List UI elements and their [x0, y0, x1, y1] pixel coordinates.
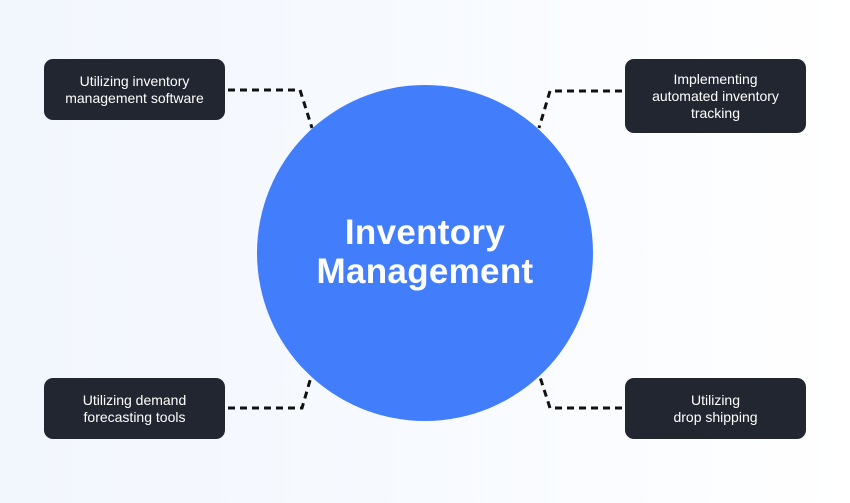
node-label: Utilizing drop shipping — [673, 391, 758, 425]
node-label: Utilizing demand forecasting tools — [82, 391, 187, 425]
central-topic-line2: Management — [316, 252, 534, 291]
central-topic-line1: Inventory — [344, 213, 506, 252]
node-drop-shipping: Utilizing drop shipping — [625, 378, 806, 439]
node-automated-tracking: Implementing automated inventory trackin… — [625, 59, 806, 133]
connector-bottom-left — [228, 376, 313, 410]
connector-top-left — [228, 88, 314, 129]
connector-bottom-right — [538, 376, 622, 410]
node-label: Implementing automated inventory trackin… — [652, 70, 779, 121]
connector-top-right — [537, 89, 622, 129]
node-demand-forecasting: Utilizing demand forecasting tools — [44, 378, 225, 439]
node-label: Utilizing inventory management software — [65, 72, 204, 106]
node-inventory-software: Utilizing inventory management software — [44, 59, 225, 120]
central-topic-circle: Inventory Management — [257, 85, 593, 421]
